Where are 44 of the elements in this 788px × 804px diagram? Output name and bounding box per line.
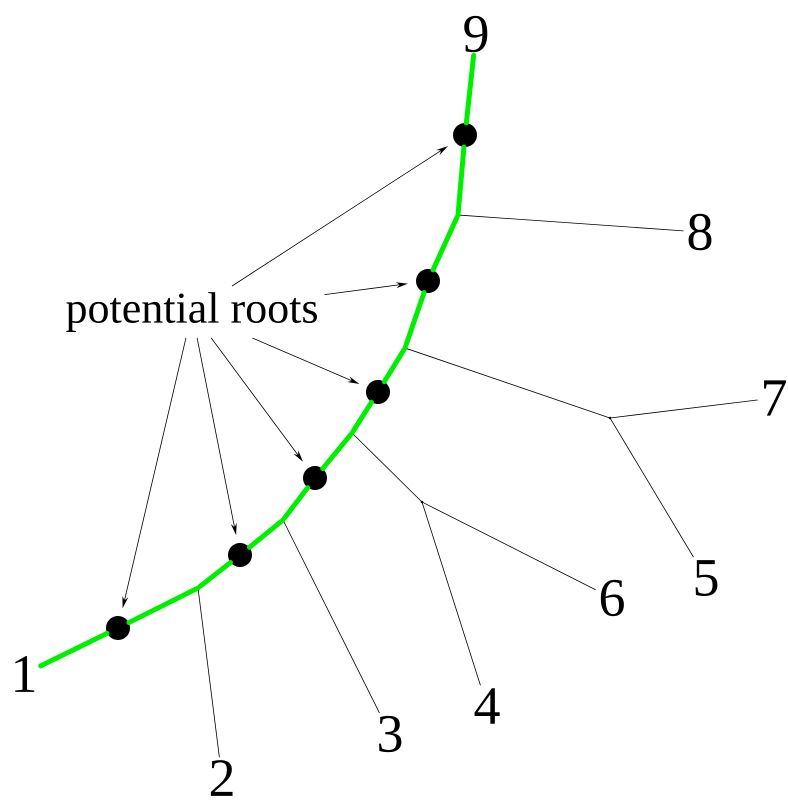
branch-point (608, 416, 612, 420)
tree-branch (422, 502, 481, 686)
branch-point (456, 212, 460, 218)
root-dot (416, 269, 440, 293)
tree-branch (353, 434, 422, 502)
annotation-text: potential roots (66, 292, 317, 332)
tree-branch (460, 214, 684, 232)
leaf-label: 1 (15, 656, 34, 692)
tree-branch (320, 432, 353, 472)
leaf-label: 5 (696, 560, 718, 596)
tree-branch (198, 590, 220, 758)
branch-point (350, 430, 354, 436)
leaf-label: 3 (379, 716, 402, 752)
leaf-label: 9 (464, 16, 488, 52)
tree-branch (350, 400, 374, 434)
leaf-label: 2 (210, 760, 233, 796)
leaf-label: 7 (764, 380, 786, 416)
tree-branch (456, 144, 466, 216)
root-dot (106, 616, 130, 640)
tree-branch (282, 485, 310, 521)
tree-branch (197, 560, 233, 589)
root-dot (228, 543, 252, 567)
branch-point (402, 346, 408, 350)
leaf-label: 4 (474, 688, 500, 724)
leaf-label: 8 (688, 214, 712, 250)
tree-branch (610, 418, 694, 558)
tree-branch (430, 214, 460, 272)
tree-branch (38, 630, 110, 668)
tree-branch (464, 52, 476, 126)
branch-point (280, 518, 286, 522)
branch-point (196, 586, 200, 590)
root-dot (453, 123, 477, 147)
tree-branch (406, 348, 610, 418)
tree-branch (403, 290, 427, 348)
branch-point (420, 500, 424, 504)
tree-branch (126, 586, 198, 626)
tree-branch (246, 519, 284, 550)
tree-branch (422, 502, 596, 590)
root-dot (303, 466, 327, 490)
tree-branch (610, 400, 758, 418)
tree-branch (284, 522, 380, 714)
tree-branch (382, 348, 406, 384)
root-dot (366, 380, 390, 404)
leaf-label: 6 (600, 580, 624, 616)
